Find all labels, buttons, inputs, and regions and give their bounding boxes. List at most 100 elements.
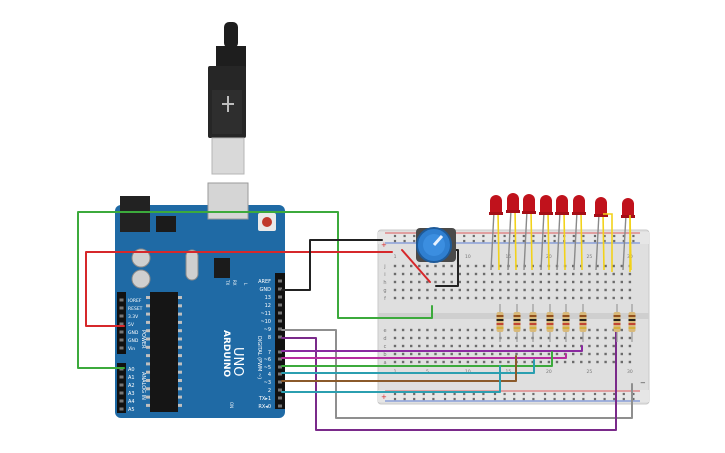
potentiometer[interactable] — [416, 227, 456, 263]
breadboard-hole[interactable] — [426, 296, 429, 300]
rail-hole[interactable] — [453, 392, 456, 396]
digital-pin-hole[interactable] — [278, 357, 282, 361]
red-led[interactable] — [621, 198, 635, 271]
breadboard-hole[interactable] — [491, 272, 494, 276]
resistor[interactable] — [628, 304, 636, 342]
breadboard-hole[interactable] — [426, 272, 429, 276]
wire-purple-pin7[interactable] — [281, 345, 583, 352]
digital-pin-hole[interactable] — [278, 311, 282, 315]
rail-hole[interactable] — [443, 397, 447, 401]
rail-hole[interactable] — [393, 397, 397, 401]
rail-hole[interactable] — [632, 397, 635, 401]
rail-hole[interactable] — [522, 234, 525, 238]
breadboard-hole[interactable] — [596, 328, 599, 332]
breadboard-hole[interactable] — [588, 336, 591, 340]
breadboard-hole[interactable] — [434, 288, 437, 292]
breadboard-hole[interactable] — [588, 360, 591, 364]
breadboard-hole[interactable] — [563, 344, 567, 348]
breadboard-hole[interactable] — [434, 296, 437, 300]
breadboard-hole[interactable] — [442, 272, 445, 276]
breadboard-hole[interactable] — [604, 352, 607, 356]
breadboard-hole[interactable] — [499, 344, 502, 348]
breadboard-hole[interactable] — [531, 288, 534, 292]
rail-hole[interactable] — [472, 392, 475, 396]
rail-hole[interactable] — [522, 392, 525, 396]
analog-pin-hole[interactable] — [119, 407, 124, 411]
breadboard-hole[interactable] — [507, 288, 510, 292]
breadboard-hole[interactable] — [458, 344, 461, 348]
rail-hole[interactable] — [463, 392, 466, 396]
rail-hole[interactable] — [593, 392, 597, 396]
breadboard-hole[interactable] — [458, 352, 461, 356]
digital-pin-hole[interactable] — [278, 380, 282, 384]
breadboard-hole[interactable] — [393, 264, 397, 268]
breadboard-hole[interactable] — [499, 280, 502, 284]
breadboard-hole[interactable] — [572, 360, 575, 364]
breadboard-hole[interactable] — [563, 336, 567, 340]
breadboard-hole[interactable] — [539, 288, 542, 292]
rail-hole[interactable] — [532, 397, 535, 401]
digital-pin-hole[interactable] — [278, 404, 282, 408]
breadboard-hole[interactable] — [628, 360, 632, 364]
rail-hole[interactable] — [443, 392, 447, 396]
breadboard-hole[interactable] — [555, 288, 559, 292]
breadboard-hole[interactable] — [628, 296, 632, 300]
breadboard-hole[interactable] — [523, 360, 526, 364]
breadboard-hole[interactable] — [466, 328, 470, 332]
rail-hole[interactable] — [463, 234, 466, 238]
breadboard-hole[interactable] — [499, 288, 502, 292]
breadboard-hole[interactable] — [434, 336, 437, 340]
rail-hole[interactable] — [532, 234, 535, 238]
breadboard-hole[interactable] — [434, 264, 437, 268]
breadboard-hole[interactable] — [572, 336, 575, 340]
wire-black-gnd[interactable] — [281, 239, 383, 291]
breadboard-hole[interactable] — [442, 336, 445, 340]
rail-hole[interactable] — [482, 392, 485, 396]
breadboard-hole[interactable] — [418, 344, 421, 348]
breadboard-hole[interactable] — [612, 344, 615, 348]
breadboard-hole[interactable] — [410, 344, 413, 348]
breadboard-hole[interactable] — [612, 264, 615, 268]
breadboard-hole[interactable] — [628, 280, 632, 284]
breadboard-hole[interactable] — [596, 264, 599, 268]
breadboard-hole[interactable] — [393, 272, 397, 276]
breadboard-hole[interactable] — [410, 280, 413, 284]
breadboard-hole[interactable] — [434, 272, 437, 276]
breadboard-hole[interactable] — [491, 288, 494, 292]
breadboard-hole[interactable] — [499, 352, 502, 356]
rail-hole[interactable] — [572, 239, 575, 243]
breadboard-hole[interactable] — [555, 280, 559, 284]
breadboard-hole[interactable] — [418, 328, 421, 332]
breadboard-hole[interactable] — [572, 328, 575, 332]
breadboard-hole[interactable] — [515, 280, 518, 284]
breadboard-hole[interactable] — [620, 272, 623, 276]
rail-hole[interactable] — [482, 234, 485, 238]
power-pin-hole[interactable] — [119, 322, 124, 326]
breadboard-hole[interactable] — [531, 344, 534, 348]
breadboard-hole[interactable] — [531, 360, 534, 364]
breadboard-hole[interactable] — [612, 280, 615, 284]
breadboard-hole[interactable] — [410, 264, 413, 268]
breadboard-hole[interactable] — [628, 288, 632, 292]
breadboard-hole[interactable] — [482, 352, 486, 356]
breadboard-hole[interactable] — [547, 272, 551, 276]
rail-hole[interactable] — [532, 392, 535, 396]
breadboard-hole[interactable] — [466, 288, 470, 292]
rail-hole[interactable] — [572, 397, 575, 401]
breadboard-hole[interactable] — [458, 288, 461, 292]
power-pin-hole[interactable] — [119, 330, 124, 334]
digital-pin-hole[interactable] — [278, 350, 282, 354]
rail-hole[interactable] — [622, 397, 625, 401]
breadboard-hole[interactable] — [588, 352, 591, 356]
digital-pin-hole[interactable] — [278, 396, 282, 400]
breadboard-hole[interactable] — [418, 360, 421, 364]
breadboard-hole[interactable] — [418, 288, 421, 292]
breadboard-hole[interactable] — [580, 360, 583, 364]
digital-pin-hole[interactable] — [278, 279, 282, 283]
breadboard-hole[interactable] — [539, 360, 542, 364]
breadboard-hole[interactable] — [596, 280, 599, 284]
rail-hole[interactable] — [432, 392, 435, 396]
rail-hole[interactable] — [613, 239, 616, 243]
breadboard-hole[interactable] — [620, 344, 623, 348]
